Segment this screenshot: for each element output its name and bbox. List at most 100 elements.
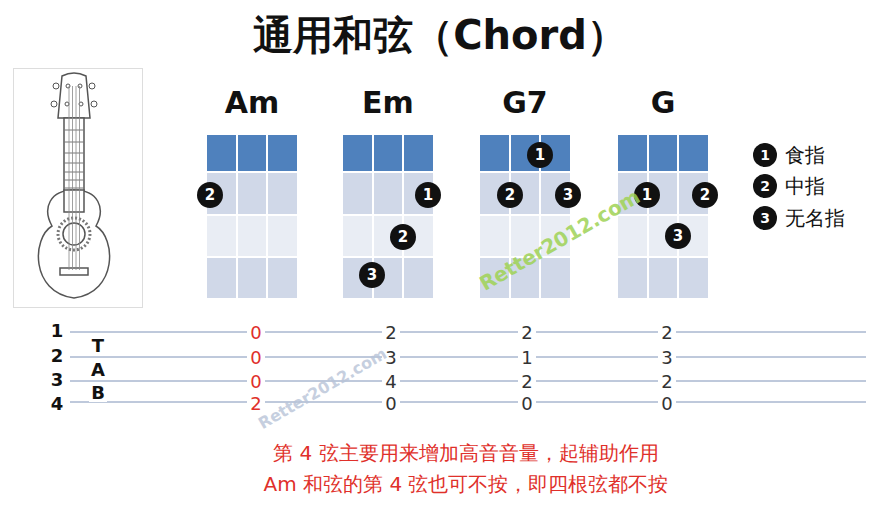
fret-line <box>618 256 708 258</box>
chord-name: G <box>588 85 738 121</box>
nut-band <box>480 135 570 172</box>
fret <box>64 172 84 173</box>
fret-line <box>480 214 570 216</box>
tab-line <box>70 381 866 382</box>
finger-dot: 2 <box>692 182 718 208</box>
finger-dot: 3 <box>665 223 691 249</box>
legend-number-dot: 1 <box>753 143 777 167</box>
tab-letter: B <box>89 383 107 402</box>
fret-line <box>618 214 708 216</box>
finger-dot: 3 <box>555 182 581 208</box>
callout-number: 1 <box>760 147 770 163</box>
tab-fret-number: 0 <box>247 348 264 367</box>
tuner <box>53 83 59 89</box>
finger-dot: 2 <box>390 224 416 250</box>
string-number: 1 <box>49 320 66 341</box>
finger-number: 2 <box>205 186 215 204</box>
legend-label: 无名指 <box>785 205 845 232</box>
legend-number-dot: 3 <box>753 206 777 230</box>
title: 通用和弦（Chord） <box>253 8 627 63</box>
chord-name: Am <box>177 85 327 121</box>
string-line <box>266 135 268 298</box>
finger-number: 2 <box>505 186 515 204</box>
finger-number: 2 <box>398 228 408 246</box>
tab-letter: A <box>89 360 107 379</box>
chord-name: Em <box>313 85 463 121</box>
chord-diagram: G123 <box>618 135 708 298</box>
string-number: 3 <box>49 369 66 390</box>
string <box>79 86 80 270</box>
fret <box>64 142 84 143</box>
finger-number: 1 <box>423 186 433 204</box>
tab-fret-number: 3 <box>658 348 675 367</box>
fret-line <box>207 214 297 216</box>
tab-fret-number: 1 <box>518 348 535 367</box>
rosette <box>58 218 90 250</box>
chord-name: G7 <box>450 85 600 121</box>
tab-fret-number: 2 <box>518 372 535 391</box>
headstock <box>58 73 90 118</box>
tuner <box>91 101 97 107</box>
string-number: 4 <box>49 393 66 414</box>
string <box>76 86 77 270</box>
fret <box>64 188 84 189</box>
tuner <box>51 101 57 107</box>
legend-label: 中指 <box>785 173 825 200</box>
fret <box>64 130 84 131</box>
fingerboard-end <box>64 190 84 212</box>
tab-letter: T <box>90 336 106 355</box>
callout-number: 2 <box>760 178 770 194</box>
tab-fret-number: 2 <box>518 323 535 342</box>
tab-fret-number: 2 <box>658 323 675 342</box>
tab-line <box>70 332 866 333</box>
fret <box>64 180 84 181</box>
fret-cell <box>618 215 708 257</box>
chord-diagram: Em123 <box>343 135 433 298</box>
tab-fret-number: 2 <box>382 323 399 342</box>
nut-band <box>618 135 708 172</box>
strings <box>69 86 80 270</box>
fret-cell <box>618 257 708 298</box>
fret-line <box>618 171 708 173</box>
nut-band <box>207 135 297 172</box>
fret-line <box>207 256 297 258</box>
fret <box>64 163 84 164</box>
tuner-post <box>65 102 69 106</box>
watermark: Retter2012.com <box>254 344 389 433</box>
finger-dot: 3 <box>359 262 385 288</box>
tab-fret-number: 2 <box>247 394 264 413</box>
finger-number: 3 <box>367 266 377 284</box>
picture-frame <box>14 69 143 308</box>
fret <box>64 153 84 154</box>
tab-fret-number: 2 <box>658 372 675 391</box>
finger-number: 1 <box>535 146 545 164</box>
finger-dot: 2 <box>497 182 523 208</box>
fret-line <box>480 171 570 173</box>
finger-number: 3 <box>673 227 683 245</box>
fret-line <box>343 214 433 216</box>
tab-fret-number: 0 <box>247 372 264 391</box>
callout-number: 3 <box>760 210 770 226</box>
finger-dot: 1 <box>415 182 441 208</box>
chord-diagram: Am2 <box>207 135 297 298</box>
string-line <box>236 135 238 298</box>
finger-number: 2 <box>700 186 710 204</box>
string <box>72 86 73 270</box>
string-number: 2 <box>49 345 66 366</box>
bridge <box>60 268 88 275</box>
tab-fret-number: 0 <box>247 323 264 342</box>
fret-line <box>207 171 297 173</box>
fret-line <box>343 171 433 173</box>
string-line <box>402 135 404 298</box>
fret-cell <box>207 215 297 257</box>
soundhole <box>63 223 85 245</box>
tab-line <box>70 357 866 358</box>
finger-dot: 1 <box>527 142 553 168</box>
body <box>38 190 109 298</box>
string-line <box>677 135 679 298</box>
finger-number: 1 <box>642 186 652 204</box>
tab-fret-number: 4 <box>382 372 399 391</box>
